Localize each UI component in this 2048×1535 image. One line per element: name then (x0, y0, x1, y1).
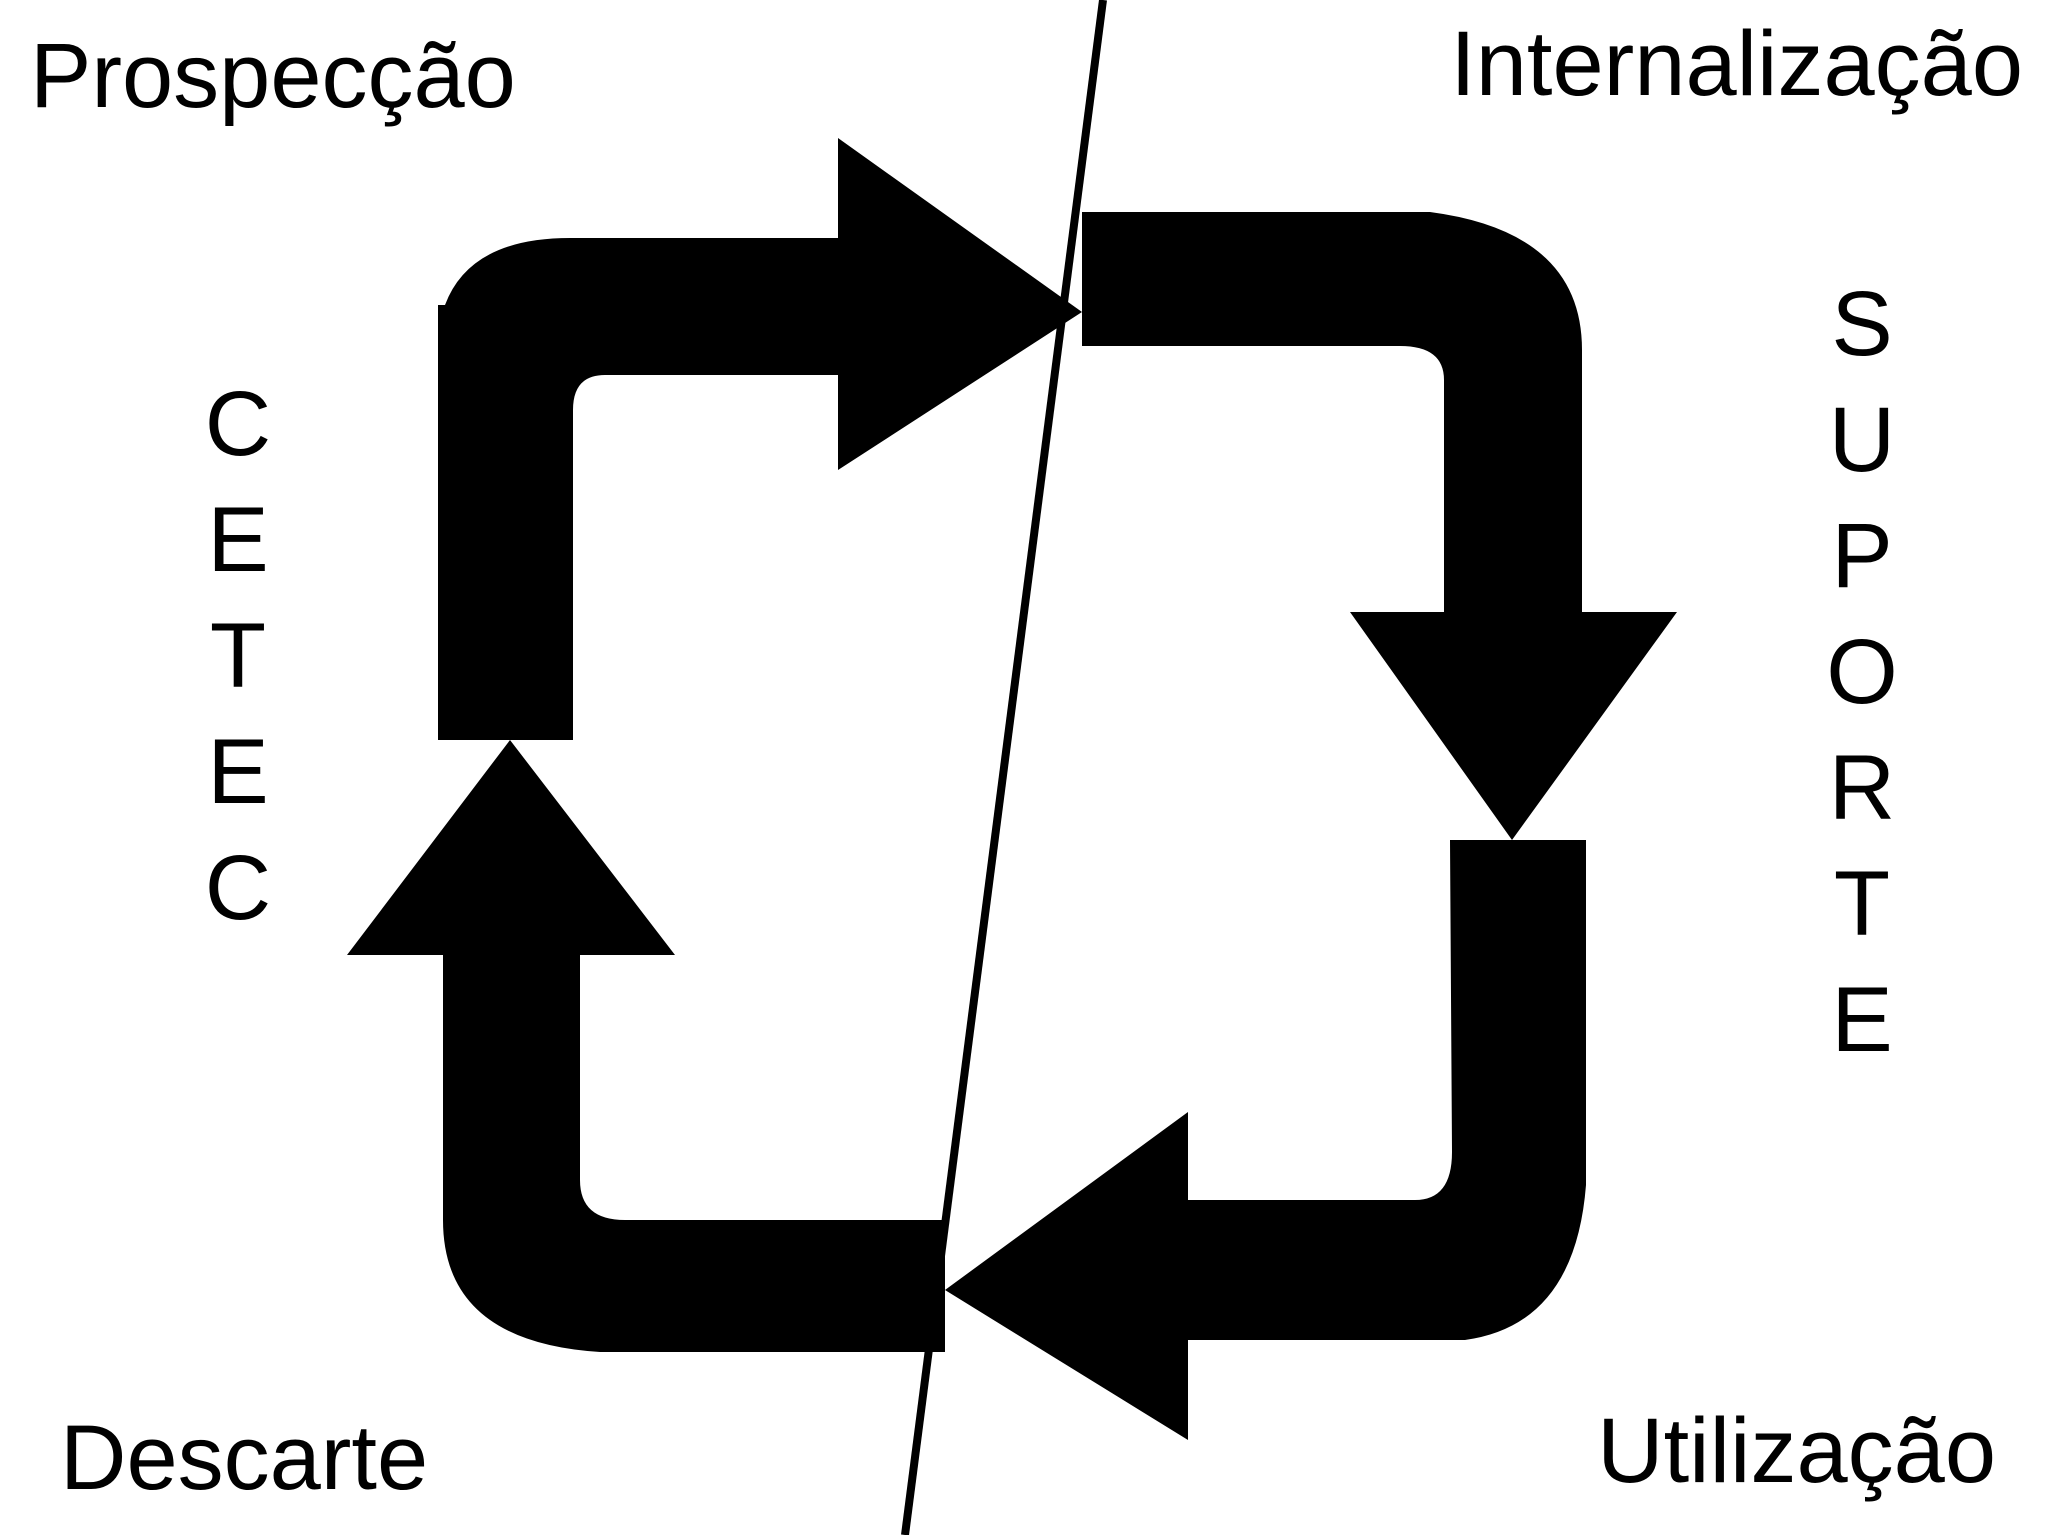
vertical-letter: P (1831, 505, 1893, 607)
phase-label-internalizacao: Internalização (1450, 13, 2023, 115)
divider-line (901, 0, 1107, 1535)
vertical-letter: T (1833, 853, 1891, 955)
vertical-letter: T (209, 605, 267, 707)
arrow-left (347, 740, 945, 1352)
arrow-right (1082, 212, 1677, 840)
vertical-letter: U (1828, 389, 1896, 491)
vertical-letter: E (1831, 969, 1893, 1071)
vertical-letter: E (207, 489, 269, 591)
arrow-top (438, 138, 1082, 740)
arrow-bottom (945, 840, 1586, 1440)
phase-label-descarte: Descarte (60, 1407, 429, 1509)
vertical-letter: O (1826, 621, 1898, 723)
vertical-letter: C (204, 373, 272, 475)
vertical-letter: S (1831, 273, 1893, 375)
phase-label-prospeccao: Prospecção (30, 25, 516, 127)
vertical-letter: C (204, 837, 272, 939)
vertical-label-cetec: C E T E C (198, 378, 278, 958)
vertical-letter: E (207, 721, 269, 823)
vertical-label-suporte: S U P O R T E (1822, 278, 1902, 1090)
phase-label-utilizacao: Utilização (1597, 1400, 1996, 1502)
vertical-letter: R (1828, 737, 1896, 839)
